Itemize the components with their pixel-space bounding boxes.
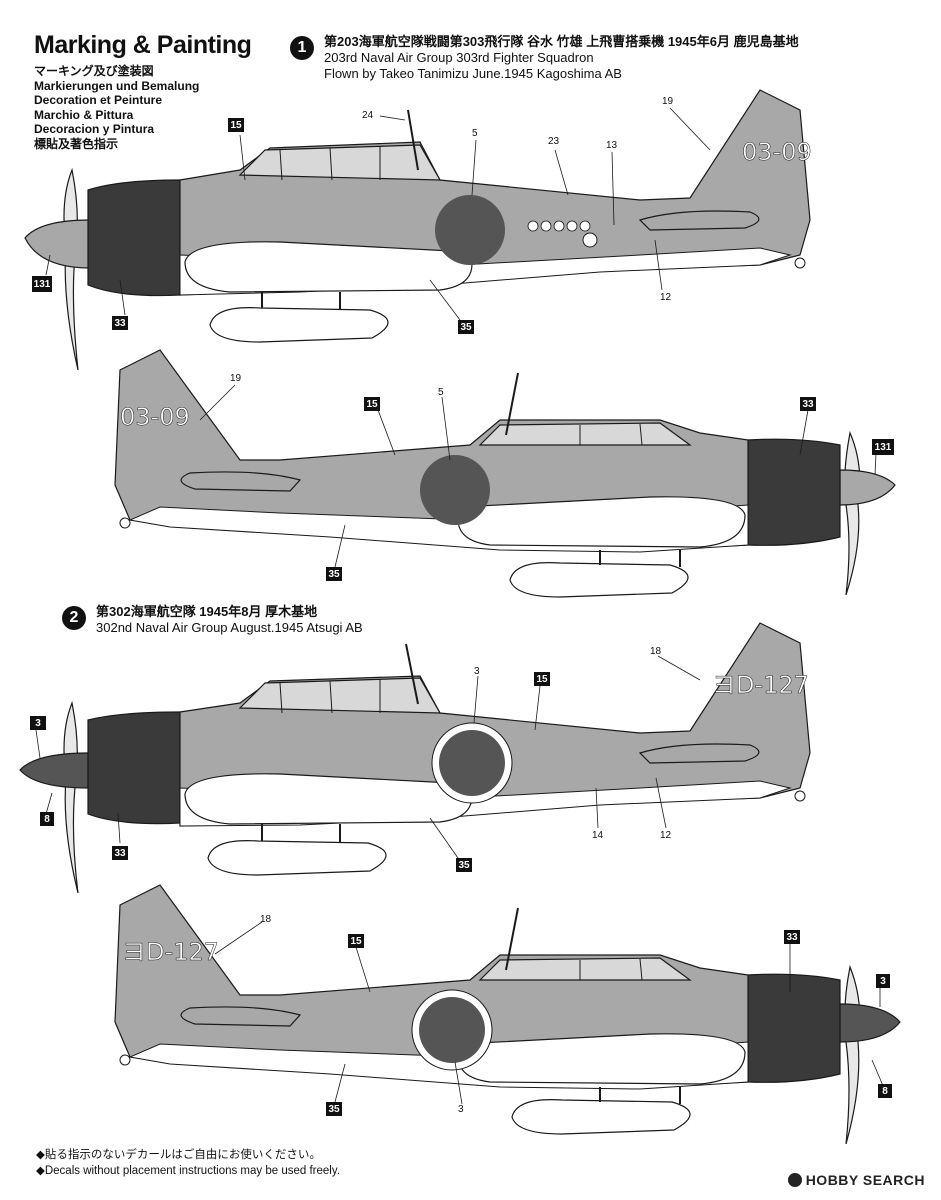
callout-5: 5 xyxy=(472,128,478,139)
subtitle-list: マーキング及び塗装図 Markierungen und Bemalung Dec… xyxy=(34,64,274,151)
callout-33b: 33 xyxy=(800,397,816,411)
aircraft-3-left-view: ヨD-127 3 8 33 3 15 18 14 12 35 xyxy=(0,618,941,918)
scheme-2-header: 2 第302海軍航空隊 1945年8月 厚木基地 302nd Naval Air… xyxy=(62,604,363,636)
subtitle-es: Decoracion y Pintura xyxy=(34,122,155,136)
page-title: Marking & Painting xyxy=(34,31,252,59)
callout-3c: 3 xyxy=(474,666,480,677)
footer-notes: ◆貼る指示のないデカールはご自由にお使いください。 ◆Decals withou… xyxy=(36,1147,340,1179)
hinomaru-3 xyxy=(439,730,505,796)
callout-33: 33 xyxy=(112,316,128,330)
callout-15b: 15 xyxy=(364,397,380,411)
callout-3: 3 xyxy=(30,716,46,730)
hinomaru-4 xyxy=(419,997,485,1063)
scheme-1-line-jp: 第203海軍航空隊戦闘第303飛行隊 谷水 竹雄 上飛曹搭乗機 1945年6月 … xyxy=(324,34,799,49)
aircraft-1-left-view: 03-09 131 33 15 24 5 xyxy=(0,80,941,380)
callout-12c: 12 xyxy=(660,830,672,841)
tail-code-4: ヨD-127 xyxy=(122,938,219,966)
aircraft-4-drawing: ヨD-127 xyxy=(114,884,901,1145)
callout-8: 8 xyxy=(40,812,54,826)
callout-18d: 18 xyxy=(260,914,272,925)
callout-14: 14 xyxy=(592,830,604,841)
subtitle-de: Markierungen und Bemalung xyxy=(34,78,200,93)
footer-note-en: ◆Decals without placement instructions m… xyxy=(36,1165,340,1177)
scheme-1-number: 1 xyxy=(290,36,314,60)
tail-code-3: ヨD-127 xyxy=(712,671,809,699)
scheme-2-line-en: 302nd Naval Air Group August.1945 Atsugi… xyxy=(96,620,363,635)
callout-15d: 15 xyxy=(348,934,364,948)
callout-23: 23 xyxy=(548,136,560,147)
subtitle-jp: マーキング及び塗装図 xyxy=(34,64,154,78)
aircraft-2-right-view: 03-09 19 15 5 33 131 35 xyxy=(0,345,941,645)
subtitle-it: Marchio & Pittura xyxy=(34,107,134,122)
watermark: HOBBY SEARCH xyxy=(787,1172,925,1188)
callout-35c: 35 xyxy=(456,858,472,872)
callout-35d: 35 xyxy=(326,1102,342,1116)
watermark-text: HOBBY SEARCH xyxy=(805,1172,925,1188)
aircraft-4-right-view: ヨD-127 18 15 33 3 8 35 3 xyxy=(0,882,941,1182)
aircraft-3-drawing: ヨD-127 xyxy=(19,622,811,894)
callout-19b: 19 xyxy=(230,373,242,384)
scheme-2-number: 2 xyxy=(62,606,86,630)
callout-15c: 15 xyxy=(534,672,550,686)
subtitle-fr: Decoration et Peinture xyxy=(34,93,163,107)
callout-33c: 33 xyxy=(112,846,128,860)
scheme-1-line-en-2: Flown by Takeo Tanimizu June.1945 Kagosh… xyxy=(324,66,622,81)
callout-12: 12 xyxy=(660,292,672,303)
callout-35b: 35 xyxy=(326,567,342,581)
callout-3d: 3 xyxy=(876,974,890,988)
callout-19: 19 xyxy=(662,96,674,107)
scheme-1-line-en-1: 203rd Naval Air Group 303rd Fighter Squa… xyxy=(324,50,594,65)
subtitle-cn: 標貼及著色指示 xyxy=(34,136,119,151)
callout-15: 15 xyxy=(228,118,244,132)
hinomaru-1 xyxy=(435,195,505,265)
scheme-2-line-jp: 第302海軍航空隊 1945年8月 厚木基地 xyxy=(96,604,318,619)
callout-35: 35 xyxy=(458,320,474,334)
title-block: Marking & Painting マーキング及び塗装図 Markierung… xyxy=(34,30,274,151)
callout-131b: 131 xyxy=(872,439,894,455)
hinomaru-2 xyxy=(420,455,490,525)
callout-3e: 3 xyxy=(458,1104,464,1115)
callout-18: 18 xyxy=(650,646,662,657)
footer-note-jp: ◆貼る指示のないデカールはご自由にお使いください。 xyxy=(36,1149,321,1161)
callout-24: 24 xyxy=(362,110,374,121)
scheme-1-header: 1 第203海軍航空隊戦闘第303飛行隊 谷水 竹雄 上飛曹搭乗機 1945年6… xyxy=(290,34,799,82)
watermark-logo-icon xyxy=(787,1173,802,1187)
aircraft-2-drawing: 03-09 xyxy=(114,349,896,598)
callout-33d: 33 xyxy=(784,930,800,944)
tail-code-2: 03-09 xyxy=(120,403,190,431)
callout-131: 131 xyxy=(32,276,52,292)
callout-13: 13 xyxy=(606,140,618,151)
callout-5b: 5 xyxy=(438,387,444,398)
aircraft-1-drawing: 03-09 xyxy=(24,89,812,371)
tail-code-1: 03-09 xyxy=(742,138,812,166)
callout-8d: 8 xyxy=(878,1084,892,1098)
